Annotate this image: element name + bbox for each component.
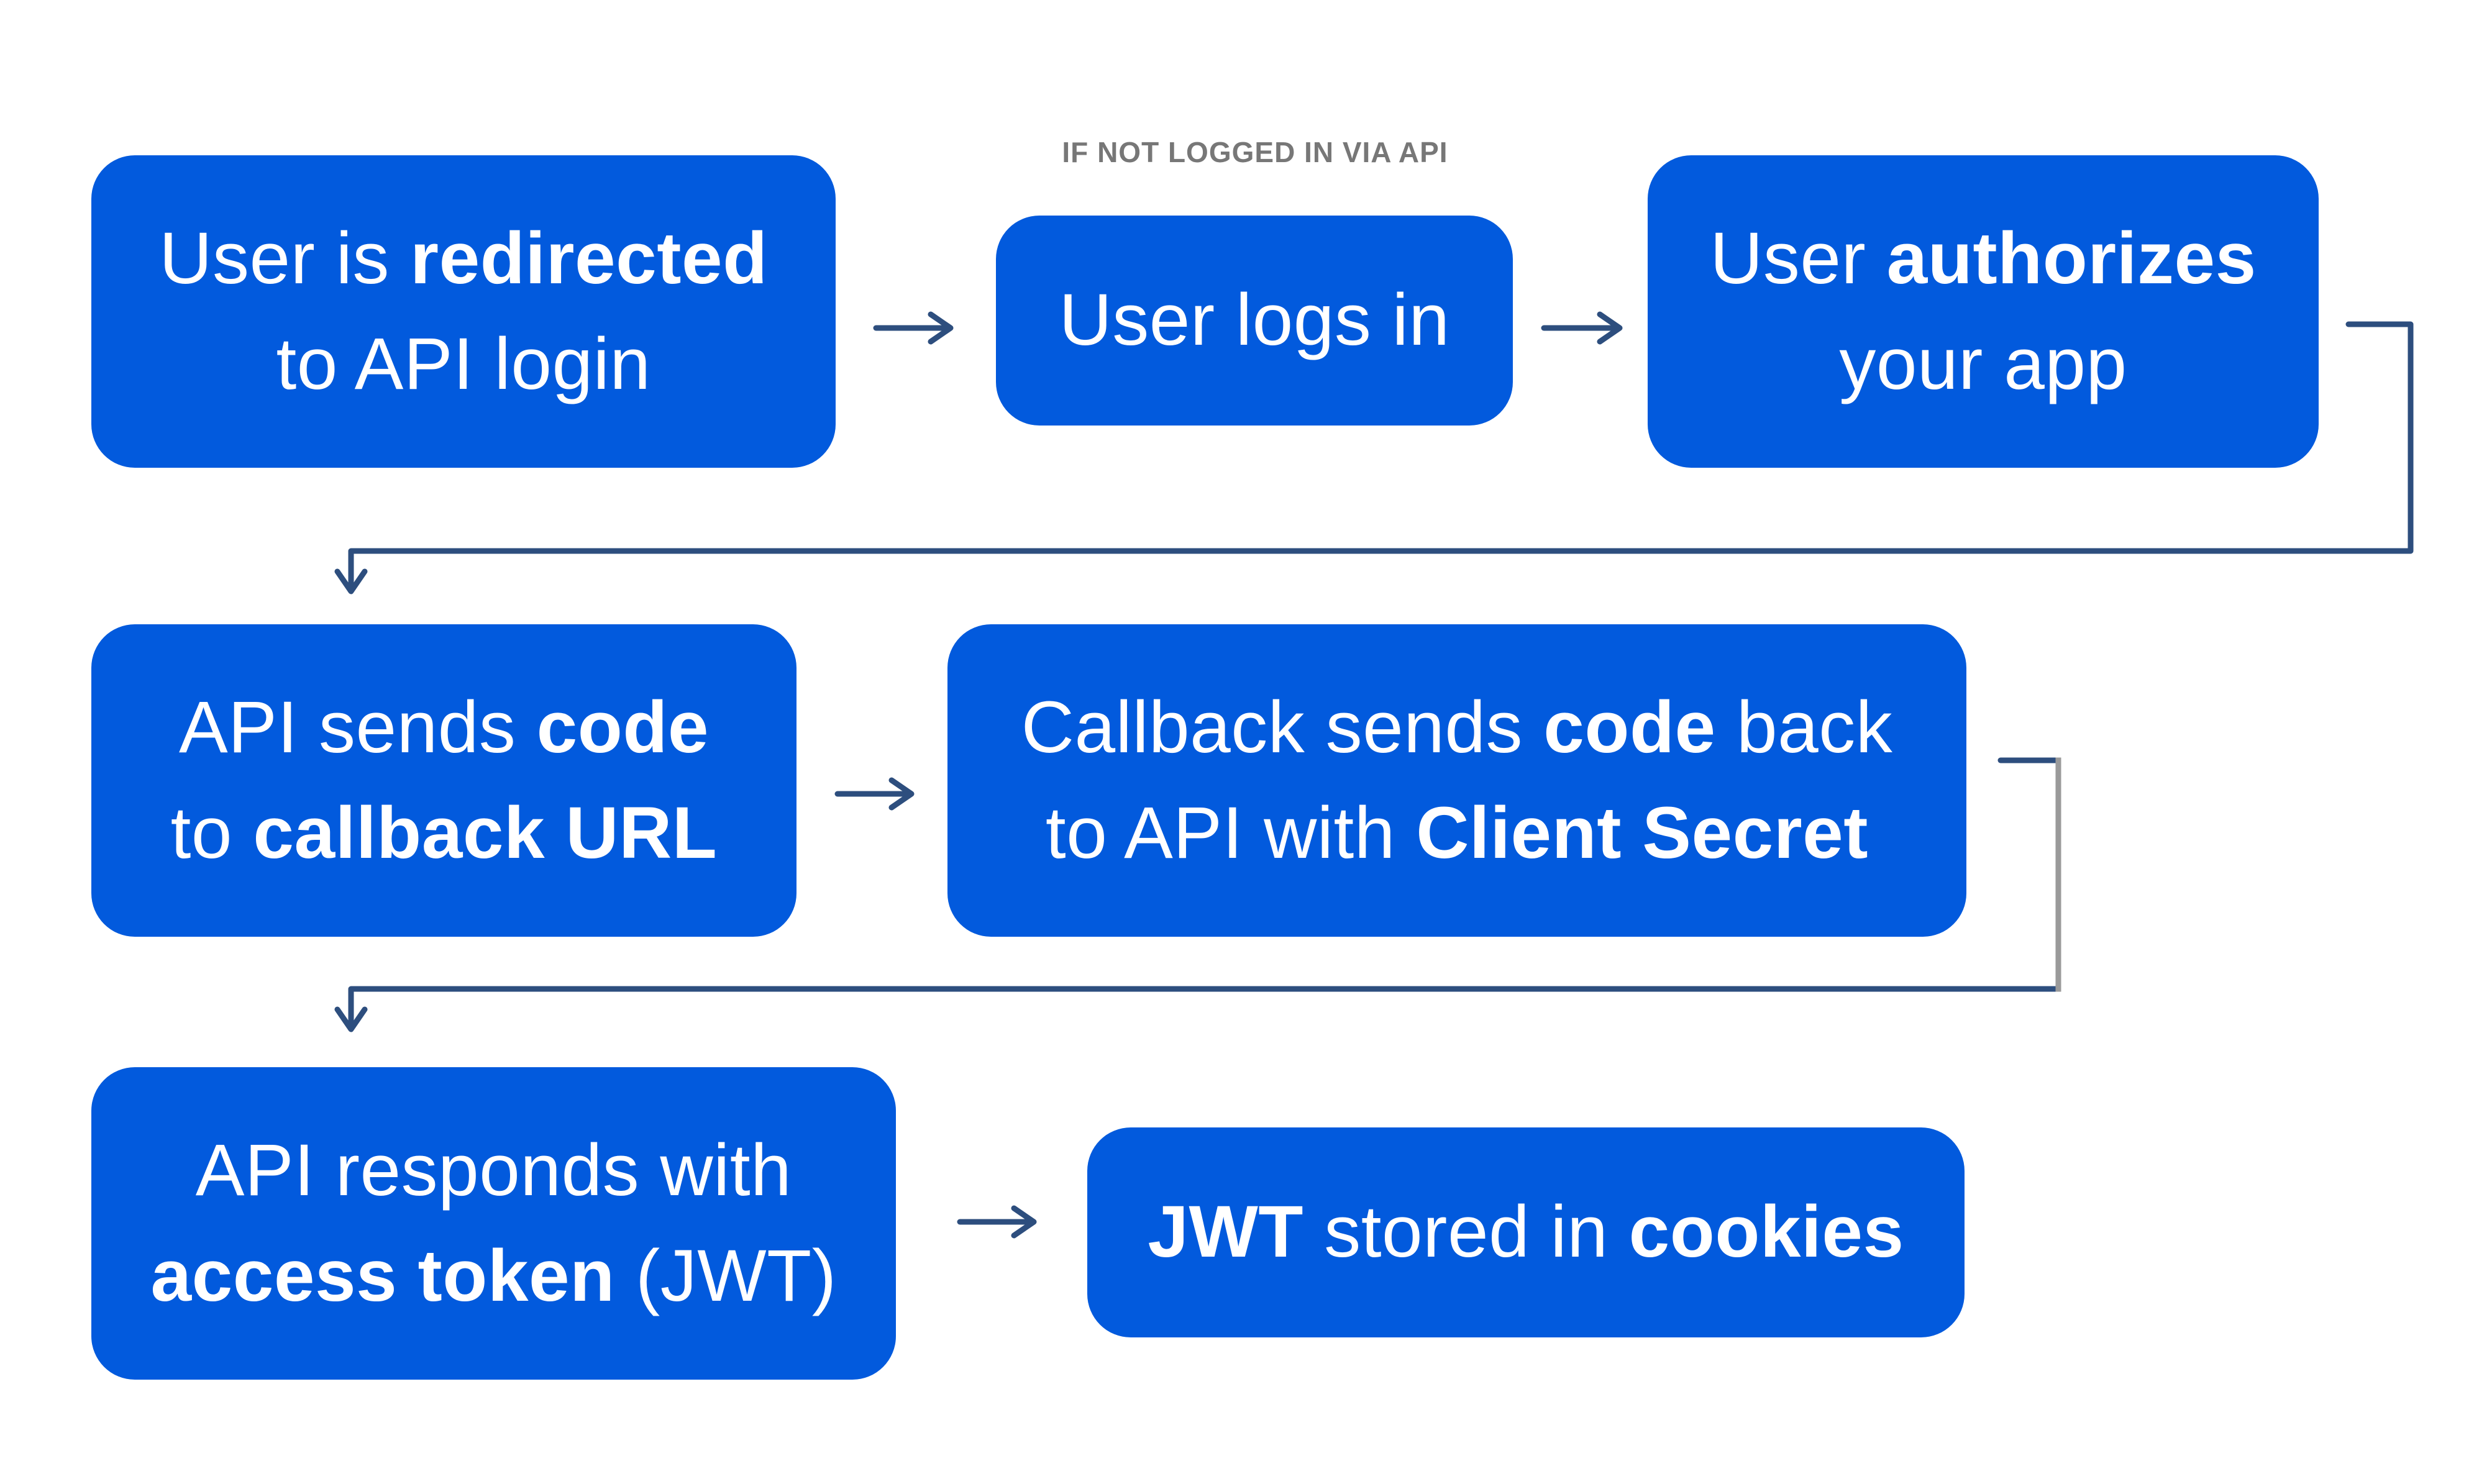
step-text-bold: JWT — [1148, 1191, 1303, 1273]
step-text-bold: code — [536, 686, 710, 768]
arrow-step1-to-step2 — [873, 311, 954, 345]
step-text-bold: Client Secret — [1416, 791, 1869, 874]
step-text: User is — [159, 217, 411, 299]
step-text: to API with — [1045, 791, 1417, 874]
step-text: User logs in — [1059, 279, 1450, 362]
step-text-bold: redirected — [410, 217, 768, 299]
step-text: back — [1715, 686, 1893, 768]
step-api-sends-code: API sends code to callback URL — [91, 624, 796, 937]
step-user-logs-in: User logs in — [996, 216, 1513, 426]
step-text: stored in — [1303, 1191, 1629, 1273]
step-text: to API login — [276, 322, 651, 405]
step-text-bold: access token — [150, 1234, 615, 1317]
step-text: User — [1710, 217, 1887, 299]
step-callback-sends-code: Callback sends code back to API with Cli… — [947, 624, 1966, 937]
step-text-bold: authorizes — [1886, 217, 2257, 299]
step-text-bold: cookies — [1628, 1191, 1904, 1273]
step-jwt-stored: JWT stored in cookies — [1087, 1127, 1965, 1337]
connector-row1-to-row2 — [334, 321, 2414, 594]
step-text: to — [170, 791, 253, 874]
step-redirect-to-login: User is redirected to API login — [91, 155, 836, 468]
step-text: API responds with — [195, 1129, 792, 1211]
step-text-bold: code — [1543, 686, 1716, 768]
step-text: Callback sends — [1021, 686, 1544, 768]
step-text-bold: callback URL — [253, 791, 718, 874]
arrow-step4-to-step5 — [834, 777, 915, 811]
arrow-step6-to-step7 — [957, 1205, 1037, 1239]
step-text: (JWT) — [614, 1234, 837, 1317]
step-text: API sends — [178, 686, 537, 768]
condition-note: IF NOT LOGGED IN VIA API — [1062, 136, 1448, 168]
step-user-authorizes: User authorizes your app — [1648, 155, 2319, 468]
arrow-step2-to-step3 — [1541, 311, 1623, 345]
connector-row2-to-row3 — [334, 757, 2061, 1032]
step-text: your app — [1839, 322, 2127, 405]
step-api-responds-token: API responds with access token (JWT) — [91, 1067, 896, 1380]
